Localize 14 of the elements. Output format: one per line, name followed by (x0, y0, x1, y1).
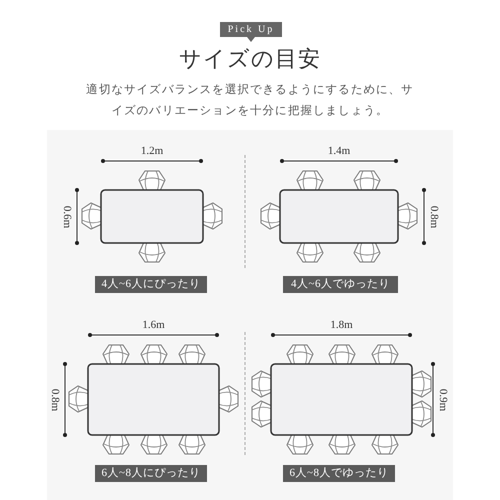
dimension-label: 0.9m (437, 387, 449, 413)
dimension-label: 1.2m (140, 145, 164, 157)
description-text: 適切なサイズバランスを選択できるようにするために、サイズのバリエーションを十分に把握しましょう。 (85, 82, 415, 119)
title: サイズの目安 (178, 45, 322, 73)
dimension-label: 1.8m (329, 319, 354, 331)
dimension-label: 0.6m (61, 204, 73, 230)
dimension-label: 1.6m (141, 319, 166, 331)
dimension-label: 0.8m (428, 204, 440, 230)
caption-label: 4人~6人でゆったり (283, 276, 398, 293)
caption-label: 4人~6人にぴったり (95, 276, 207, 293)
dimension-label: 0.8m (49, 387, 61, 413)
dimension-label: 1.4m (326, 145, 352, 157)
caption-label: 6人~8人でゆったり (283, 465, 395, 482)
caption-label: 6人~8人にぴったり (95, 465, 207, 482)
